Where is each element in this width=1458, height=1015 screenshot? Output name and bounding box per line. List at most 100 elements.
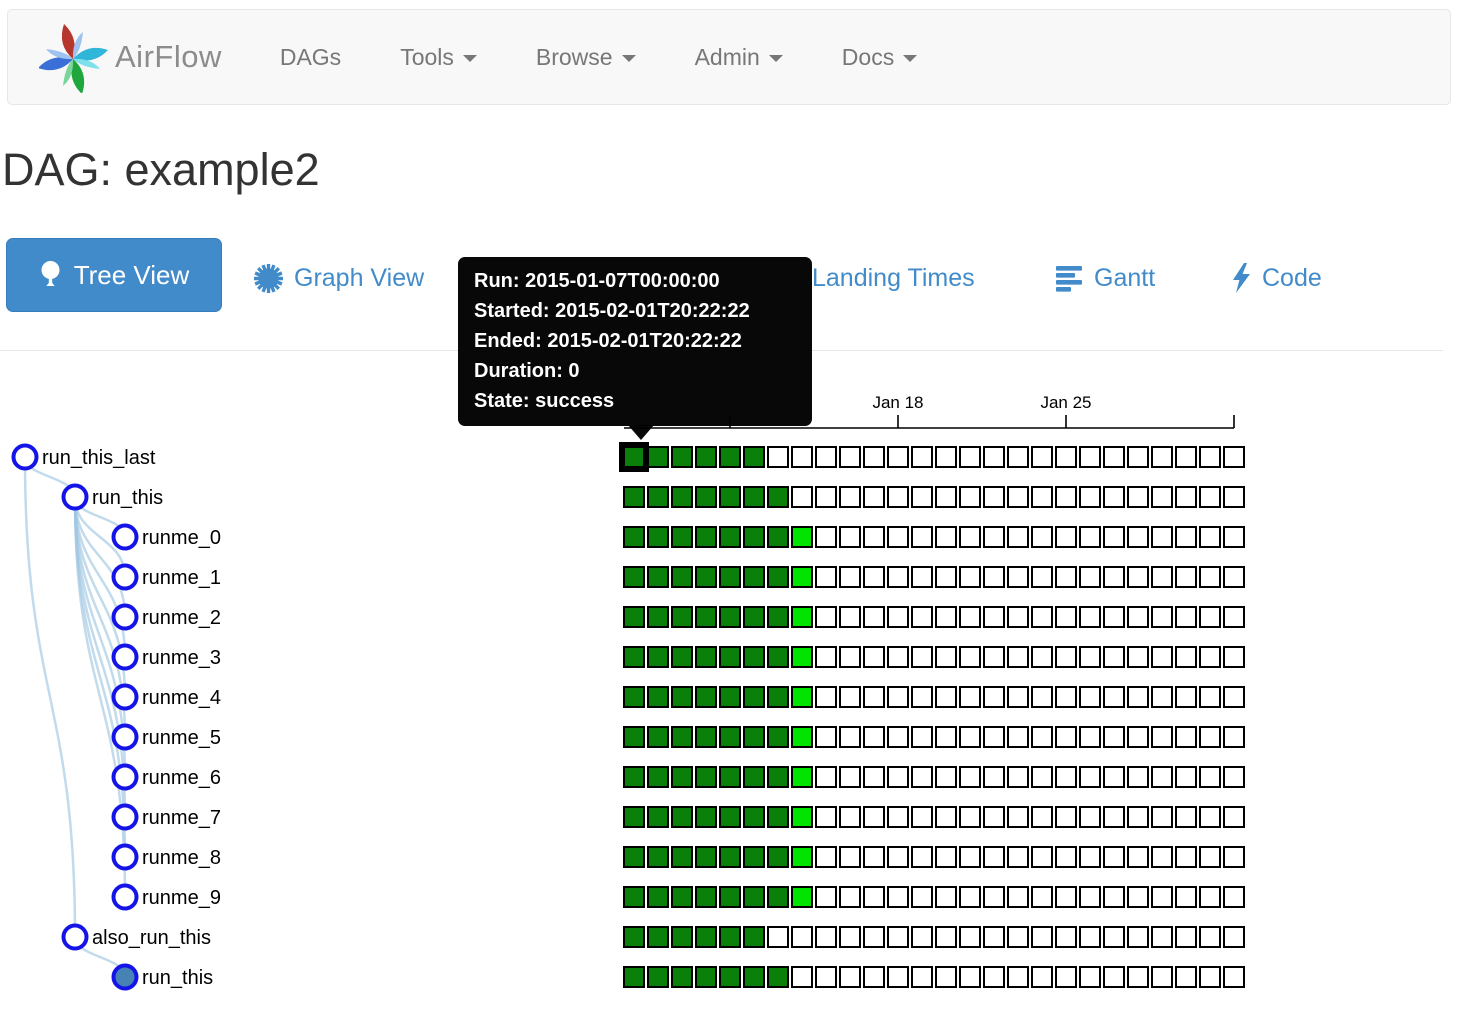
task-instance-square[interactable]: [1055, 806, 1077, 828]
task-instance-square[interactable]: [743, 726, 765, 748]
nav-item-admin[interactable]: Admin: [695, 44, 783, 71]
task-instance-square[interactable]: [1199, 446, 1221, 468]
task-instance-square[interactable]: [1031, 606, 1053, 628]
task-instance-square[interactable]: [911, 446, 933, 468]
task-instance-square[interactable]: [815, 646, 837, 668]
task-instance-square[interactable]: [1127, 806, 1149, 828]
task-instance-square[interactable]: [1079, 726, 1101, 748]
task-instance-square[interactable]: [1103, 646, 1125, 668]
task-instance-square[interactable]: [1007, 806, 1029, 828]
task-instance-square[interactable]: [623, 966, 645, 988]
task-instance-square[interactable]: [839, 846, 861, 868]
task-instance-square[interactable]: [1175, 566, 1197, 588]
task-instance-square[interactable]: [935, 966, 957, 988]
task-instance-square[interactable]: [1103, 606, 1125, 628]
task-instance-square[interactable]: [1223, 766, 1245, 788]
task-instance-square[interactable]: [1079, 806, 1101, 828]
task-instance-square[interactable]: [671, 766, 693, 788]
task-instance-square[interactable]: [1007, 606, 1029, 628]
task-instance-square[interactable]: [1007, 726, 1029, 748]
task-instance-square[interactable]: [1223, 846, 1245, 868]
task-instance-square[interactable]: [719, 766, 741, 788]
task-instance-square[interactable]: [1079, 766, 1101, 788]
task-instance-square[interactable]: [1031, 646, 1053, 668]
task-instance-square[interactable]: [983, 606, 1005, 628]
task-instance-square[interactable]: [623, 806, 645, 828]
task-instance-square[interactable]: [983, 846, 1005, 868]
task-instance-square[interactable]: [911, 806, 933, 828]
task-instance-square[interactable]: [959, 806, 981, 828]
task-instance-square[interactable]: [695, 726, 717, 748]
task-instance-square[interactable]: [695, 526, 717, 548]
task-instance-square[interactable]: [911, 526, 933, 548]
task-instance-square[interactable]: [1103, 806, 1125, 828]
task-instance-square[interactable]: [959, 486, 981, 508]
task-instance-square[interactable]: [911, 566, 933, 588]
task-instance-square[interactable]: [623, 486, 645, 508]
task-instance-square[interactable]: [815, 446, 837, 468]
task-instance-square[interactable]: [791, 446, 813, 468]
task-instance-square[interactable]: [983, 566, 1005, 588]
task-instance-square[interactable]: [671, 446, 693, 468]
task-node-circle[interactable]: [111, 843, 139, 871]
task-instance-square[interactable]: [623, 526, 645, 548]
task-instance-square[interactable]: [935, 686, 957, 708]
task-instance-square[interactable]: [647, 446, 669, 468]
task-node-circle[interactable]: [111, 683, 139, 711]
task-instance-square[interactable]: [911, 886, 933, 908]
task-instance-square[interactable]: [1175, 886, 1197, 908]
task-instance-square[interactable]: [791, 846, 813, 868]
task-instance-square[interactable]: [1223, 886, 1245, 908]
task-instance-square[interactable]: [791, 526, 813, 548]
task-instance-square[interactable]: [1223, 606, 1245, 628]
task-instance-square[interactable]: [1127, 926, 1149, 948]
task-instance-square[interactable]: [959, 526, 981, 548]
task-instance-square[interactable]: [863, 686, 885, 708]
task-instance-square[interactable]: [743, 926, 765, 948]
task-instance-square[interactable]: [719, 886, 741, 908]
nav-item-dags[interactable]: DAGs: [279, 43, 342, 70]
task-instance-square[interactable]: [1199, 726, 1221, 748]
task-instance-square[interactable]: [623, 766, 645, 788]
task-instance-square[interactable]: [647, 726, 669, 748]
task-instance-square[interactable]: [695, 606, 717, 628]
task-instance-square[interactable]: [1103, 686, 1125, 708]
task-instance-square[interactable]: [1103, 846, 1125, 868]
task-node-circle[interactable]: [111, 763, 139, 791]
task-instance-square[interactable]: [791, 726, 813, 748]
task-instance-square[interactable]: [1079, 886, 1101, 908]
task-instance-square[interactable]: [959, 766, 981, 788]
task-instance-square[interactable]: [1127, 886, 1149, 908]
task-instance-square[interactable]: [1055, 526, 1077, 548]
task-instance-square[interactable]: [1199, 766, 1221, 788]
task-instance-square[interactable]: [743, 966, 765, 988]
task-instance-square[interactable]: [1175, 646, 1197, 668]
task-instance-square[interactable]: [743, 566, 765, 588]
task-instance-square[interactable]: [1127, 686, 1149, 708]
task-instance-square[interactable]: [791, 566, 813, 588]
task-instance-square[interactable]: [863, 846, 885, 868]
task-instance-square[interactable]: [839, 566, 861, 588]
task-instance-square[interactable]: [1055, 606, 1077, 628]
task-instance-square[interactable]: [1175, 486, 1197, 508]
airflow-brand[interactable]: AirFlow: [39, 21, 222, 93]
task-instance-square[interactable]: [791, 686, 813, 708]
task-instance-square[interactable]: [887, 686, 909, 708]
task-instance-square[interactable]: [935, 566, 957, 588]
task-instance-square[interactable]: [1223, 966, 1245, 988]
task-instance-square[interactable]: [743, 486, 765, 508]
task-instance-square[interactable]: [983, 646, 1005, 668]
task-instance-square[interactable]: [1151, 926, 1173, 948]
task-instance-square[interactable]: [695, 566, 717, 588]
task-instance-square[interactable]: [1223, 566, 1245, 588]
task-instance-square[interactable]: [839, 726, 861, 748]
task-instance-square[interactable]: [1199, 646, 1221, 668]
task-instance-square[interactable]: [935, 766, 957, 788]
task-instance-square[interactable]: [791, 926, 813, 948]
task-instance-square[interactable]: [1151, 806, 1173, 828]
task-instance-square[interactable]: [911, 846, 933, 868]
task-instance-square[interactable]: [1055, 566, 1077, 588]
task-instance-square[interactable]: [1079, 486, 1101, 508]
task-instance-square[interactable]: [647, 566, 669, 588]
task-instance-square[interactable]: [1199, 886, 1221, 908]
